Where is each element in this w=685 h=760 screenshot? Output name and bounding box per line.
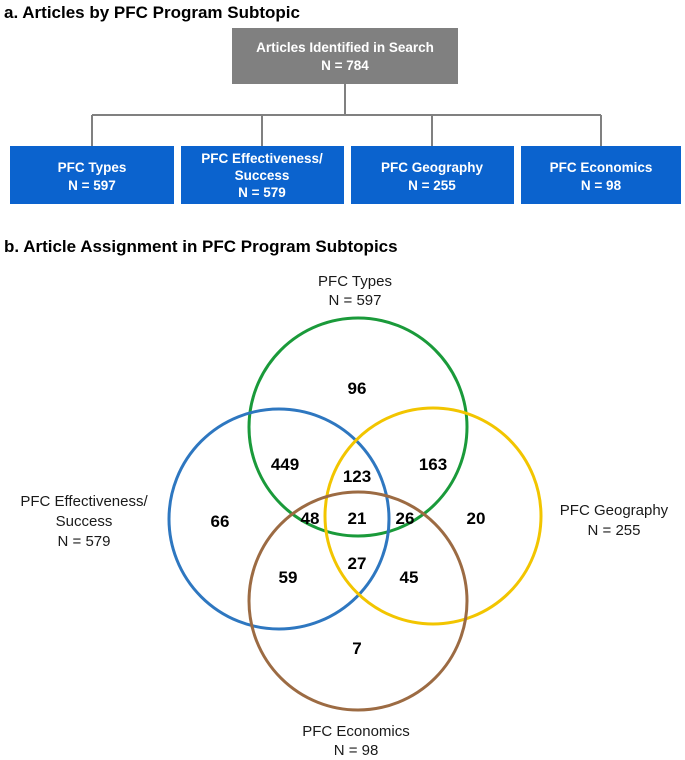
child-box-types-label: PFC Types — [58, 160, 127, 175]
tree-connectors — [91, 84, 602, 146]
set-label-types-name: PFC Types — [318, 273, 392, 290]
child-box-economics-label: PFC Economics — [550, 160, 653, 175]
region-count-geography-economics: 45 — [400, 568, 419, 587]
set-label-economics-count: N = 98 — [334, 742, 379, 759]
venn-set-labels: PFC Types N = 597 PFC Effectiveness/ Suc… — [20, 273, 668, 759]
venn-circle-economics — [247, 490, 469, 712]
child-box-effectiveness-count: N = 579 — [238, 185, 286, 200]
set-label-effectiveness-count: N = 579 — [58, 533, 111, 550]
root-box: Articles Identified in Search N = 784 — [232, 28, 458, 84]
child-box-types-count: N = 597 — [68, 178, 116, 193]
child-box-effectiveness-label-2: Success — [235, 168, 290, 183]
child-box-effectiveness-label-1: PFC Effectiveness/ — [201, 151, 323, 166]
region-count-effectiveness-economics: 59 — [279, 568, 298, 587]
region-count-types-only: 96 — [348, 379, 367, 398]
set-label-geography-name: PFC Geography — [560, 502, 669, 519]
venn-circle-effectiveness — [167, 407, 391, 631]
part-a-title: a. Articles by PFC Program Subtopic — [4, 3, 300, 22]
region-count-effectiveness-only: 66 — [211, 512, 230, 531]
child-box-effectiveness: PFC Effectiveness/ Success N = 579 — [181, 146, 344, 204]
region-count-geography-only: 20 — [467, 509, 486, 528]
venn-circles — [167, 316, 543, 712]
set-label-economics-name: PFC Economics — [302, 723, 410, 740]
region-count-all-four: 21 — [348, 509, 367, 528]
child-box-economics: PFC Economics N = 98 — [521, 146, 681, 204]
child-box-types: PFC Types N = 597 — [10, 146, 174, 204]
set-label-effectiveness-name-1: PFC Effectiveness/ — [20, 493, 148, 510]
child-box-economics-count: N = 98 — [581, 178, 622, 193]
set-label-types-count: N = 597 — [329, 292, 382, 309]
venn-circle-types — [247, 316, 469, 538]
region-count-types-effectiveness-economics: 48 — [301, 509, 320, 528]
child-box-geography-count: N = 255 — [408, 178, 456, 193]
root-box-title: Articles Identified in Search — [256, 40, 434, 55]
venn-circle-geography — [323, 406, 543, 626]
root-box-count: N = 784 — [321, 58, 369, 73]
region-count-effectiveness-geography-economics: 27 — [348, 554, 367, 573]
region-count-types-effectiveness-geography: 123 — [343, 467, 371, 486]
region-count-economics-only: 7 — [352, 639, 361, 658]
region-count-types-geography: 163 — [419, 455, 447, 474]
part-b-title: b. Article Assignment in PFC Program Sub… — [4, 237, 398, 256]
child-box-geography-label: PFC Geography — [381, 160, 484, 175]
set-label-effectiveness-name-2: Success — [56, 513, 113, 530]
child-box-geography: PFC Geography N = 255 — [351, 146, 514, 204]
region-count-types-geography-economics: 26 — [396, 509, 415, 528]
region-count-types-effectiveness: 449 — [271, 455, 299, 474]
venn-region-counts: 96 449 163 123 66 48 21 26 20 59 27 45 7 — [211, 379, 486, 658]
set-label-geography-count: N = 255 — [588, 522, 641, 539]
